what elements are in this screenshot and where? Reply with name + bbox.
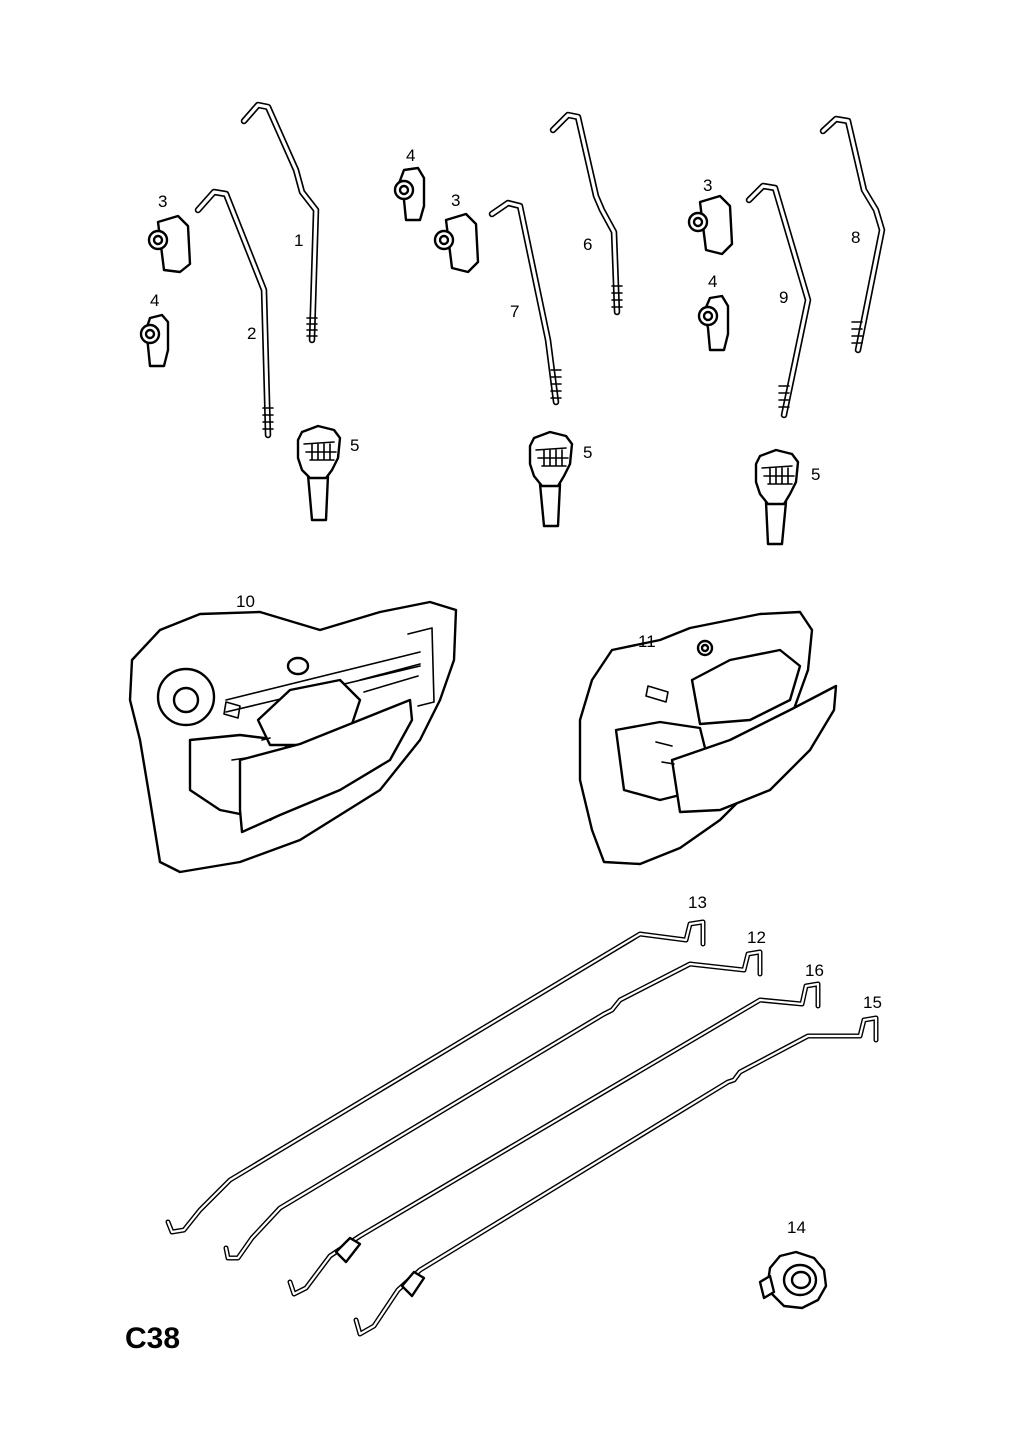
callout-4-mid: 4: [406, 146, 415, 165]
clip-3-left: [147, 214, 192, 274]
callout-16: 16: [805, 961, 824, 980]
lock-knob-5-middle: [528, 430, 574, 528]
link-rod-16: [287, 981, 821, 1297]
callout-5-left: 5: [350, 436, 359, 455]
link-rod-12: [223, 949, 763, 1261]
callout-4-right: 4: [708, 272, 717, 291]
callout-8: 8: [851, 228, 860, 247]
rod-8: [819, 115, 886, 354]
clip-4-right: [697, 294, 730, 352]
lock-knob-5-left: [296, 424, 342, 522]
door-handle-11: [578, 610, 838, 866]
rod-7: [488, 199, 562, 406]
callout-14: 14: [787, 1218, 806, 1237]
callout-3-right: 3: [703, 176, 712, 195]
callout-13: 13: [688, 893, 707, 912]
clip-4-left: [139, 313, 170, 368]
callout-11: 11: [638, 632, 656, 651]
rod-2: [194, 188, 274, 439]
callout-4-left: 4: [150, 291, 159, 310]
callout-10: 10: [236, 592, 255, 611]
rod-6: [549, 111, 623, 316]
callout-3-mid: 3: [451, 191, 460, 210]
callout-1: 1: [294, 231, 303, 250]
callout-9: 9: [779, 288, 788, 307]
callout-5-middle: 5: [583, 443, 592, 462]
rod-9: [745, 182, 812, 419]
callout-15: 15: [863, 993, 882, 1012]
callout-6: 6: [583, 235, 592, 254]
page-code: C38: [125, 1322, 180, 1355]
lock-knob-5-right: [754, 448, 800, 546]
callout-2: 2: [247, 324, 256, 343]
clip-3-mid: [433, 212, 480, 274]
grommet-14: [758, 1250, 828, 1310]
callout-5-right: 5: [811, 465, 820, 484]
callout-3-left: 3: [158, 192, 167, 211]
rod-1: [240, 101, 320, 344]
door-handle-10: [128, 600, 458, 874]
callout-7: 7: [510, 302, 519, 321]
link-rod-13: [165, 919, 706, 1235]
clip-3-right: [687, 194, 734, 256]
callout-12: 12: [747, 928, 766, 947]
link-rod-15: [353, 1015, 879, 1337]
clip-4-mid: [393, 166, 426, 222]
